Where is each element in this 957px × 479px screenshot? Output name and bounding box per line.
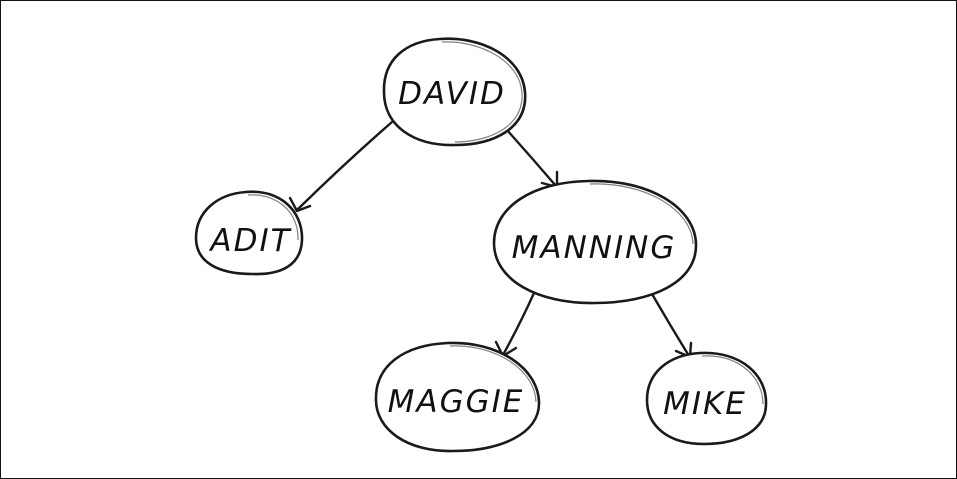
node-manning: MANNING (492, 179, 698, 305)
node-david: DAVID (382, 37, 527, 147)
edge-david-manning (505, 128, 559, 189)
node-label-maggie: MAGGIE (388, 384, 525, 420)
node-label-adit: ADIT (208, 223, 291, 259)
edge-david-adit (288, 120, 394, 213)
node-mike: MIKE (645, 351, 768, 446)
node-adit: ADIT (194, 190, 304, 276)
node-maggie: MAGGIE (374, 341, 541, 453)
edge-manning-maggie (494, 291, 536, 358)
node-label-manning: MANNING (512, 230, 677, 266)
edge-manning-mike (650, 292, 693, 359)
node-label-david: DAVID (398, 76, 506, 112)
node-label-mike: MIKE (663, 386, 747, 422)
